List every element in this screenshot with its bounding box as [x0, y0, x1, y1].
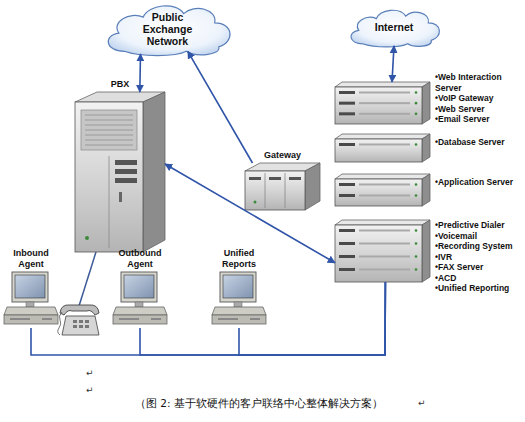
node-label: PBX [100, 79, 140, 90]
server-icon [335, 134, 430, 162]
server-node: •Application Server [335, 174, 430, 206]
text-group: Inbound Agent [1, 248, 61, 269]
arrow-connector [165, 164, 335, 263]
arrow-connector [188, 51, 253, 163]
lan-line [31, 282, 385, 355]
node-label: Public Exchange Network [132, 11, 204, 47]
text-group: PBX [100, 79, 140, 90]
server-role-text: •Unified Reporting [435, 283, 523, 294]
text-group: Unified Reports [209, 248, 269, 269]
computer-icon [4, 272, 58, 328]
telephone-icon [58, 305, 99, 335]
agent-workstation: Outbound Agent [113, 272, 167, 328]
cloud-network: Public Exchange Network [100, 0, 235, 57]
text-group: •Database Server [435, 137, 523, 148]
text-group: Gateway [253, 150, 313, 161]
arrow-connector [392, 46, 394, 82]
server-role-text: •Voicemail [435, 231, 523, 242]
server-role-text: •Predictive Dialer [435, 220, 523, 231]
server-icon [335, 82, 430, 124]
node-label: Outbound Agent [110, 248, 170, 269]
node-label: Unified Reports [209, 248, 269, 269]
agent-workstation: Inbound Agent [4, 272, 58, 328]
lan-line [239, 282, 385, 355]
server-role-text: •Database Server [435, 137, 523, 148]
node-label: Gateway [253, 150, 313, 161]
gateway-node: Gateway [245, 163, 320, 210]
paragraph-mark: ↵ [86, 385, 94, 395]
text-group: •Predictive Dialer•Voicemail•Recording S… [435, 220, 523, 294]
node-label: Inbound Agent [1, 248, 61, 269]
paragraph-mark: ↵ [86, 368, 94, 378]
server-role-text: •VoIP Gateway [435, 93, 523, 104]
server-role-text: •FAX Server [435, 262, 523, 273]
text-group: Outbound Agent [110, 248, 170, 269]
pbx-node: PBX [75, 92, 165, 252]
server-node: •Web Interaction Server•VoIP Gateway•Web… [335, 82, 430, 124]
figure-caption: （图 2: 基于软硬件的客户联络中心整体解决方案） [135, 397, 383, 411]
text-group: •Application Server [435, 177, 523, 188]
server-node: •Predictive Dialer•Voicemail•Recording S… [335, 220, 430, 282]
server-role-text: •Recording System [435, 241, 523, 252]
server-role-text: •Application Server [435, 177, 523, 188]
paragraph-mark: ↵ [418, 398, 426, 408]
server-role-text: •Email Server [435, 114, 523, 125]
server-role-text: •Web Server [435, 104, 523, 115]
cloud-network: Internet [345, 6, 443, 48]
node-label: Internet [358, 21, 430, 33]
gateway-box [245, 163, 320, 210]
report-workstation: Unified Reports [212, 272, 266, 328]
lan-line [140, 282, 385, 355]
computer-icon [113, 272, 167, 328]
server-node: •Database Server [335, 134, 430, 162]
text-group: •Web Interaction Server•VoIP Gateway•Web… [435, 72, 523, 125]
arrow-connector [139, 54, 141, 92]
server-icon [335, 220, 430, 282]
server-role-text: •ACD [435, 273, 523, 284]
server-icon [335, 174, 430, 206]
server-role-text: •IVR [435, 252, 523, 263]
text-group: Public Exchange Network [100, 0, 235, 57]
pbx-tower [75, 92, 165, 252]
computer-icon [212, 272, 266, 328]
phone-wire [79, 252, 96, 306]
server-role-text: •Web Interaction Server [435, 72, 523, 93]
text-group: Internet [345, 6, 443, 48]
